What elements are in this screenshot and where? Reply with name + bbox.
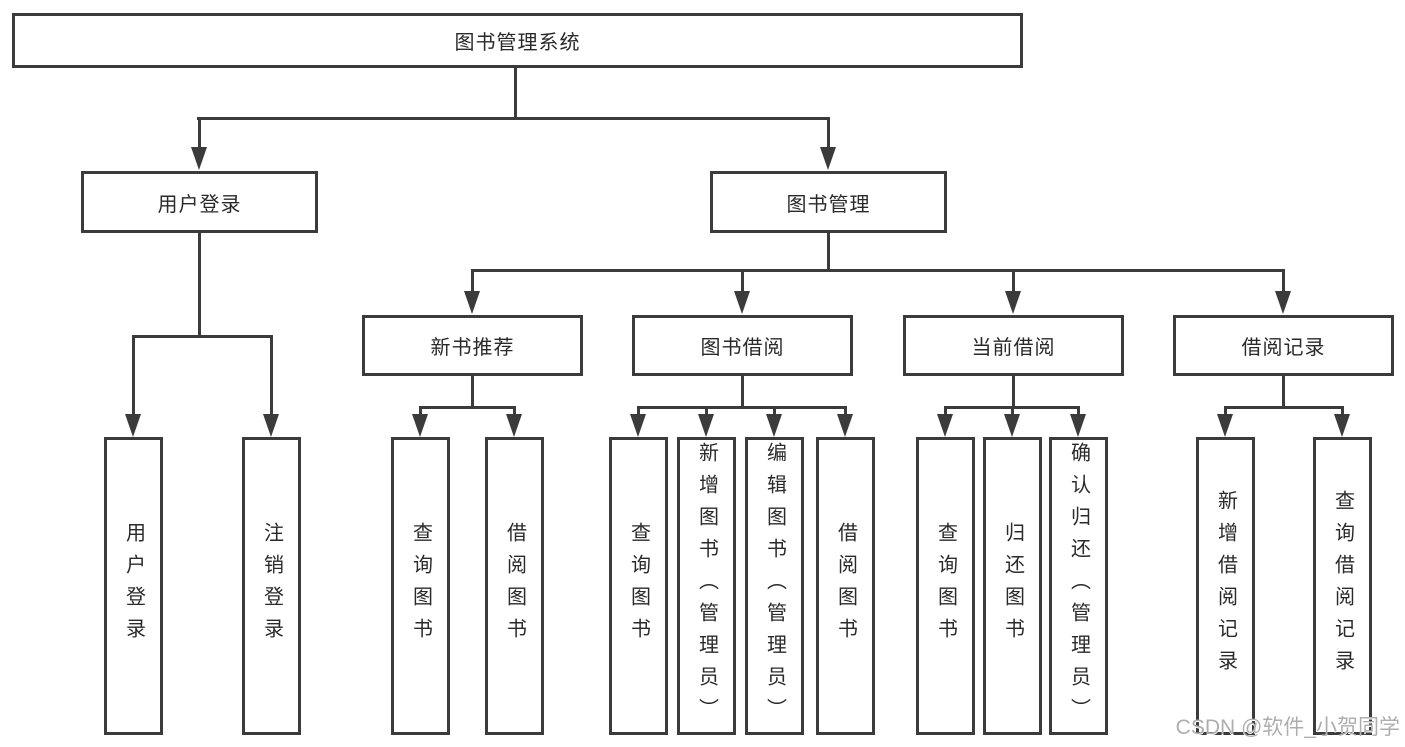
arrowhead-down-icon	[1217, 414, 1233, 437]
node-label: 查询图书	[409, 522, 432, 650]
connector-hline	[1224, 406, 1344, 409]
arrowhead-down-icon	[1005, 291, 1021, 314]
node-leaf-add-books-admin: 新增图书（管理员）	[677, 437, 736, 735]
arrowhead-down-icon	[506, 414, 522, 437]
node-label: 用户登录	[122, 522, 145, 650]
arrowhead-down-icon	[263, 414, 279, 437]
connector-hline	[637, 406, 847, 409]
connector-hline	[471, 269, 1284, 272]
arrowhead-down-icon	[820, 147, 836, 170]
arrowhead-down-icon	[1070, 414, 1086, 437]
node-label: 查询借阅记录	[1331, 490, 1354, 682]
connector-vline	[198, 117, 201, 150]
node-label: 借阅图书	[834, 522, 857, 650]
connector-vline	[944, 406, 947, 415]
connector-vline	[471, 269, 474, 292]
node-label: 图书借阅	[700, 337, 785, 359]
connector-vline	[132, 335, 135, 414]
node-label: 用户登录	[157, 193, 242, 216]
node-label: 编辑图书（管理员）	[763, 442, 786, 730]
node-label: 注销登录	[260, 522, 283, 650]
node-leaf-query-borrow-record: 查询借阅记录	[1313, 437, 1372, 735]
connector-vline	[270, 335, 273, 414]
node-new-book-recommendation: 新书推荐	[362, 315, 583, 376]
node-leaf-return-books: 归还图书	[983, 437, 1042, 735]
arrowhead-down-icon	[412, 414, 428, 437]
connector-vline	[1011, 406, 1014, 415]
connector-vline	[773, 406, 776, 415]
connector-vline	[1012, 269, 1015, 292]
connector-vline	[1224, 406, 1227, 415]
arrowhead-down-icon	[937, 414, 953, 437]
connector-vline	[827, 233, 830, 272]
node-leaf-add-borrow-record: 新增借阅记录	[1196, 437, 1255, 735]
connector-hline	[197, 117, 830, 120]
node-label: 图书管理	[786, 193, 871, 216]
connector-vline	[637, 406, 640, 415]
node-label: 新书推荐	[430, 337, 515, 359]
node-label: 新增借阅记录	[1214, 490, 1237, 682]
node-label: 借阅图书	[503, 522, 526, 650]
connector-vline	[741, 376, 744, 409]
node-label: 查询图书	[627, 522, 650, 650]
arrowhead-down-icon	[698, 414, 714, 437]
connector-vline	[513, 406, 516, 415]
node-book-borrowing: 图书借阅	[632, 315, 853, 376]
node-leaf-edit-books-admin: 编辑图书（管理员）	[745, 437, 804, 735]
connector-hline	[132, 335, 273, 338]
connector-vline	[419, 406, 422, 415]
node-leaf-logout: 注销登录	[242, 437, 301, 735]
node-leaf-borrow-books-1: 借阅图书	[485, 437, 544, 735]
arrowhead-down-icon	[630, 414, 646, 437]
node-leaf-borrow-books-2: 借阅图书	[816, 437, 875, 735]
arrowhead-down-icon	[1004, 414, 1020, 437]
arrowhead-down-icon	[734, 291, 750, 314]
arrowhead-down-icon	[766, 414, 782, 437]
watermark: CSDN @软件_小贺同学	[1175, 716, 1400, 739]
connector-vline	[1012, 376, 1015, 409]
node-label: 图书管理系统	[454, 32, 581, 54]
node-leaf-query-books-2: 查询图书	[609, 437, 668, 735]
node-label: 查询图书	[934, 522, 957, 650]
connector-vline	[1341, 406, 1344, 415]
node-label: 归还图书	[1001, 522, 1024, 650]
arrowhead-down-icon	[191, 147, 207, 170]
node-book-management: 图书管理	[710, 171, 947, 233]
node-leaf-query-books-1: 查询图书	[391, 437, 450, 735]
arrowhead-down-icon	[125, 414, 141, 437]
node-leaf-user-login: 用户登录	[104, 437, 163, 735]
connector-vline	[198, 233, 201, 338]
connector-vline	[705, 406, 708, 415]
arrowhead-down-icon	[1334, 414, 1350, 437]
connector-vline	[844, 406, 847, 415]
node-user-login: 用户登录	[81, 171, 318, 233]
connector-vline	[827, 117, 830, 150]
connector-vline	[1282, 376, 1285, 409]
node-leaf-query-books-3: 查询图书	[916, 437, 975, 735]
connector-vline	[741, 269, 744, 292]
connector-vline	[514, 67, 517, 118]
node-leaf-confirm-return-admin: 确认归还（管理员）	[1049, 437, 1108, 735]
connector-hline	[419, 406, 516, 409]
connector-vline	[1282, 269, 1285, 292]
node-current-borrowing: 当前借阅	[903, 315, 1124, 376]
arrowhead-down-icon	[464, 291, 480, 314]
node-label: 借阅记录	[1241, 337, 1326, 359]
node-label: 确认归还（管理员）	[1067, 442, 1090, 730]
connector-vline	[1077, 406, 1080, 415]
node-label: 当前借阅	[971, 337, 1056, 359]
arrowhead-down-icon	[837, 414, 853, 437]
node-label: 新增图书（管理员）	[695, 442, 718, 730]
node-borrowing-records: 借阅记录	[1173, 315, 1394, 376]
arrowhead-down-icon	[1275, 291, 1291, 314]
node-library-management-system: 图书管理系统	[12, 13, 1023, 68]
connector-vline	[471, 376, 474, 409]
